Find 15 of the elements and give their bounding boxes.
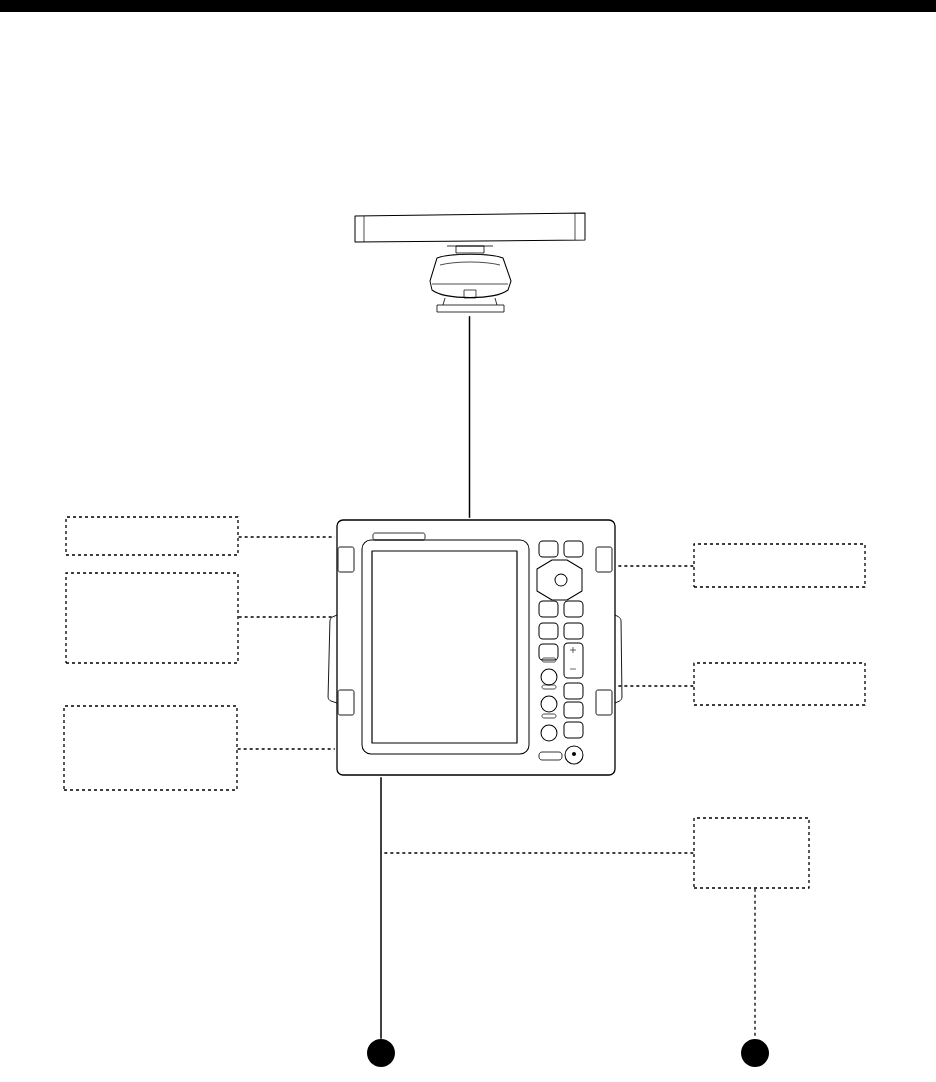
connector-dot [741,1039,769,1067]
callout-box [65,572,239,664]
callout-box [63,705,238,791]
callout-box [693,662,866,706]
leader-line [237,748,336,750]
antenna-drawing [354,212,586,313]
leader-line [617,565,694,567]
callout-box [693,543,866,588]
callout-box [693,817,810,889]
cable-line [468,315,471,519]
callout-box [65,516,239,556]
leader-line [617,685,694,687]
display-unit-drawing [327,519,623,776]
cable-line [380,776,382,1040]
connector-dot [367,1039,395,1067]
